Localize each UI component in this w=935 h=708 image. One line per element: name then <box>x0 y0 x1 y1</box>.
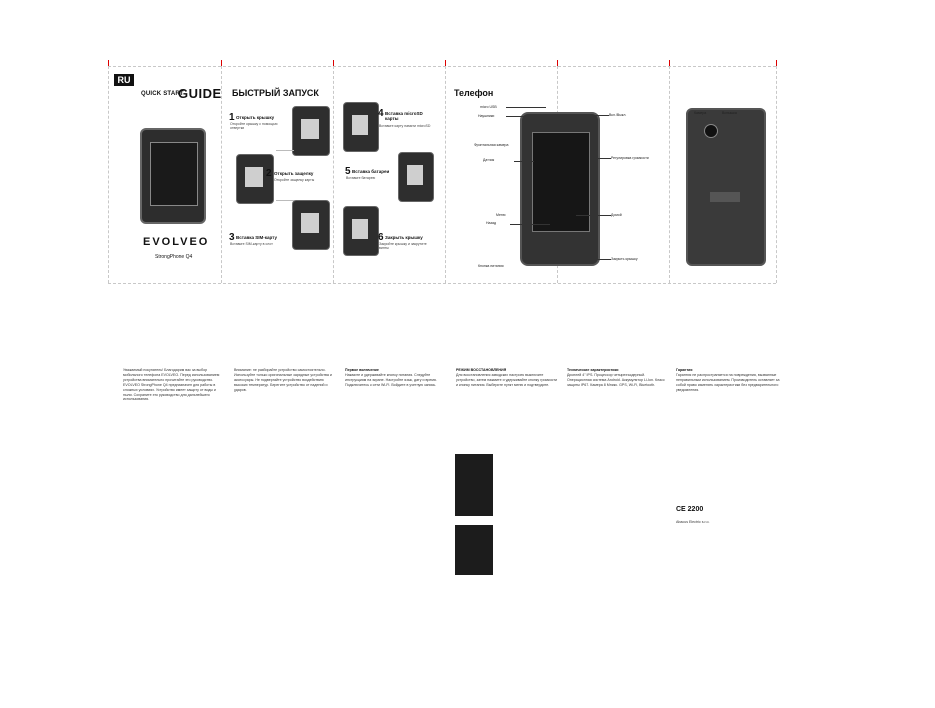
column-3-text: Нажмите и удерживайте кнопку питания. Сл… <box>345 372 437 387</box>
leader-line <box>576 215 611 216</box>
column-5-text: Дисплей 4" IPS. Процессор четырехъядерны… <box>567 372 665 387</box>
step-4-desc: Вставьте карту памяти microSD <box>379 124 431 128</box>
label-menu: Меню <box>496 213 506 217</box>
step-3-illustration <box>292 200 330 250</box>
step-arrow <box>276 150 294 151</box>
step-2-number: 2 <box>266 168 272 179</box>
step-6-number: 6 <box>378 232 384 243</box>
column-3-heading: Первое включение <box>345 368 379 372</box>
text-column-1: Уважаемый покупатель! Благодарим вас за … <box>123 368 225 573</box>
phone-illustration <box>140 128 206 224</box>
step-6-title: Закрыть крышку <box>385 235 423 240</box>
fold-line <box>333 66 334 283</box>
label-power: Кнопка питания <box>478 264 504 268</box>
step-4-illustration <box>343 102 379 152</box>
column-4-heading: РЕЖИМ ВОССТАНОВЛЕНИЯ <box>456 368 507 372</box>
leader-line <box>582 259 611 260</box>
step-6-desc: Закройте крышку и закрутите винты <box>379 242 427 250</box>
step-2-title: Открыть защелку <box>274 171 314 176</box>
step-2-illustration <box>236 154 274 204</box>
step-3-desc: Вставьте SIM-карту в слот <box>230 242 273 246</box>
column-6-text: Гарантия не распространяется на поврежде… <box>676 372 780 392</box>
crop-mark <box>557 60 558 66</box>
column-1-text: Уважаемый покупатель! Благодарим вас за … <box>123 368 220 402</box>
phone-section-title: Телефон <box>454 88 494 98</box>
model-name: StrongPhone Q4 <box>155 254 193 260</box>
leader-line <box>514 161 534 162</box>
phone-front-screen <box>532 132 590 232</box>
step-1-number: 1 <box>229 112 235 123</box>
settings-screenshot <box>455 525 493 575</box>
text-column-4: РЕЖИМ ВОССТАНОВЛЕНИЯ Для восстановления … <box>456 368 558 453</box>
recovery-screenshot <box>455 454 493 516</box>
fold-line <box>445 66 446 283</box>
step-1-title: Открыть крышку <box>236 115 275 120</box>
column-5-heading: Технические характеристики <box>567 368 619 372</box>
ce-mark: CE 2200 <box>676 506 704 513</box>
brand-plate <box>710 192 740 202</box>
crop-mark <box>108 60 109 66</box>
text-column-5: Технические характеристики Дисплей 4" IP… <box>567 368 670 573</box>
text-column-3: Первое включение Нажмите и удерживайте к… <box>345 368 449 573</box>
label-home: Домой <box>611 213 622 217</box>
column-2-text: Внимание: не разбирайте устройство самос… <box>234 368 332 392</box>
leader-line <box>506 116 542 117</box>
leader-line <box>506 107 546 108</box>
label-flash: Вспышка <box>722 111 737 115</box>
column-6-heading: Гарантия <box>676 368 693 372</box>
crop-mark <box>221 60 222 66</box>
crop-mark <box>669 60 670 66</box>
label-earphones: Наушники <box>478 114 495 118</box>
label-camera: Камера <box>694 111 707 115</box>
language-badge: RU <box>114 74 134 86</box>
phone-screen <box>150 142 198 206</box>
crop-mark <box>445 60 446 66</box>
fold-line <box>108 66 109 283</box>
step-5-number: 5 <box>345 166 351 177</box>
step-5-title: Вставка батареи <box>352 169 390 174</box>
leader-line <box>510 224 550 225</box>
importer-name: Abacus Electric s.r.o. <box>676 520 710 524</box>
fold-line <box>669 66 670 283</box>
label-volume: Регулировка громкости <box>611 156 649 160</box>
quick-start-title: БЫСТРЫЙ ЗАПУСК <box>232 88 319 98</box>
step-3-number: 3 <box>229 232 235 243</box>
step-arrow <box>276 200 294 201</box>
leader-line <box>576 115 609 116</box>
crop-mark <box>333 60 334 66</box>
cut-line-bottom <box>108 283 776 284</box>
text-column-2: Внимание: не разбирайте устройство самос… <box>234 368 338 573</box>
step-5-desc: Вставьте батарею <box>346 176 376 180</box>
camera-lens <box>704 124 718 138</box>
step-1-desc: Откройте крышку с помощью отвертки <box>230 122 278 130</box>
text-column-6: Гарантия Гарантия не распространяется на… <box>676 368 780 518</box>
step-6-illustration <box>343 206 379 256</box>
label-micro-usb: micro USB <box>480 105 497 109</box>
cut-line-top <box>108 66 776 67</box>
label-front-camera: Фронтальная камера <box>474 143 509 147</box>
fold-line <box>221 66 222 283</box>
phone-front-illustration <box>520 112 600 266</box>
step-2-desc: Откройте защелку карты <box>274 178 315 182</box>
step-3-title: Вставка SIM-карту <box>236 235 277 240</box>
crop-mark <box>776 60 777 66</box>
label-sensor: Датчик <box>483 158 495 162</box>
step-1-illustration <box>292 106 330 156</box>
label-on-off: Вкл./Выкл. <box>609 113 627 117</box>
step-4-title: Вставка microSD карты <box>385 111 423 121</box>
step-5-illustration <box>398 152 434 202</box>
phone-back-illustration <box>686 108 766 266</box>
brand-logo: EVOLVEO <box>143 236 210 248</box>
fold-line <box>776 66 777 283</box>
label-back: Назад <box>486 221 497 225</box>
quick-start-label: QUICK START <box>141 91 184 97</box>
leader-line <box>598 158 611 159</box>
guide-title: GUIDE <box>178 86 222 101</box>
step-4-number: 4 <box>378 108 384 119</box>
column-4-text: Для восстановления заводских настроек вы… <box>456 372 558 387</box>
label-close-cover: Закрыть крышку <box>611 257 638 261</box>
